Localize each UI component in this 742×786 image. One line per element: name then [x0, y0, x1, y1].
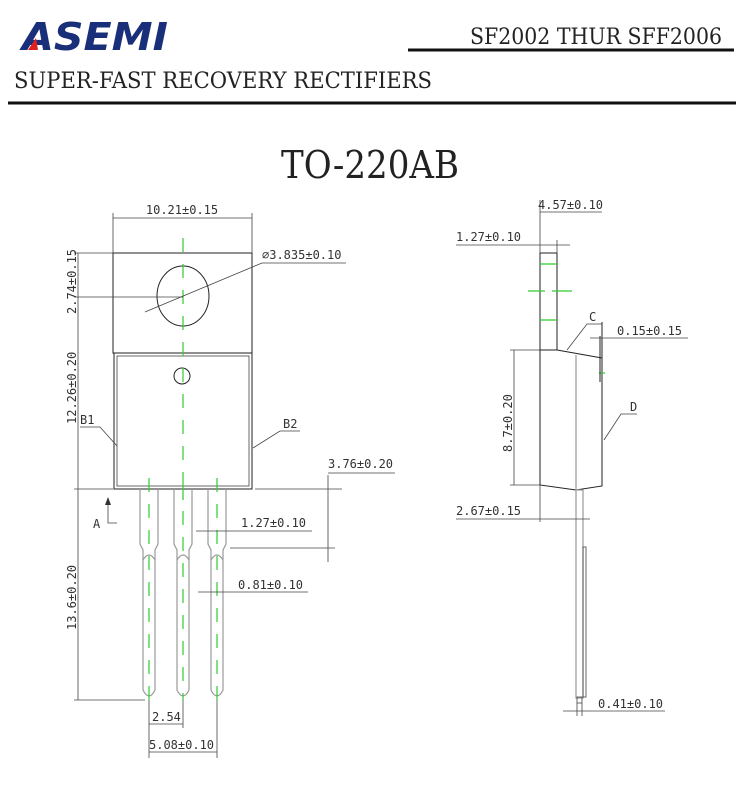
- lead-length-dim: 13.6±0.20: [65, 565, 79, 630]
- label-b1: B1: [80, 413, 94, 427]
- subtitle: SUPER-FAST RECOVERY RECTIFIERS: [14, 69, 432, 94]
- leads: [139, 478, 227, 700]
- side-body: [539, 322, 603, 491]
- width-dim: 10.21±0.15: [146, 203, 218, 217]
- pitch-total-dim: 5.08±0.10: [149, 738, 214, 752]
- side-view: 4.57±0.10 1.27±0.10 C 0.15±0.15 D 8.7±0.…: [456, 198, 688, 716]
- label-a: A: [93, 517, 101, 531]
- hole-leader: [144, 262, 346, 313]
- thickness-dim: 4.57±0.10: [538, 198, 603, 212]
- lead-width-dim: 0.81±0.10: [238, 578, 303, 592]
- standoff-dim: 3.76±0.20: [328, 457, 393, 471]
- front-view: 10.21±0.15 ⌀3.835±0.10 2.74±0.15 12.26±0…: [65, 203, 395, 758]
- logo-accent: [28, 38, 38, 50]
- tab-thickness-dim: 1.27±0.10: [456, 230, 521, 244]
- side-lead: [575, 489, 584, 699]
- label-d: D: [630, 400, 637, 414]
- view-arrow-a: [107, 500, 117, 524]
- lead-thickness-dim: 0.41±0.10: [598, 697, 663, 711]
- logo-text: ASEMI: [19, 15, 168, 59]
- hole-diameter-dim: ⌀3.835±0.10: [262, 248, 341, 262]
- part-range: SF2002 THUR SFF2006: [470, 25, 722, 50]
- pitch-dim: 2.54: [152, 710, 181, 724]
- side-body-height-dim: 8.7±0.20: [501, 394, 515, 452]
- package-title: TO-220AB: [281, 143, 459, 187]
- ejector-mark: [173, 367, 191, 385]
- hole-offset-dim: 2.74±0.15: [65, 249, 79, 314]
- lead-bends: [142, 554, 224, 561]
- lead-width-upper-dim: 1.27±0.10: [241, 516, 306, 530]
- asemi-logo: ASEMI: [19, 15, 168, 59]
- body-height-dim: 12.26±0.20: [65, 352, 79, 424]
- label-b2: B2: [283, 417, 297, 431]
- side-tab: [539, 252, 558, 351]
- lead-offset-dim: 2.67±0.15: [456, 504, 521, 518]
- label-c: C: [589, 310, 596, 324]
- tolerance-c-dim: 0.15±0.15: [617, 324, 682, 338]
